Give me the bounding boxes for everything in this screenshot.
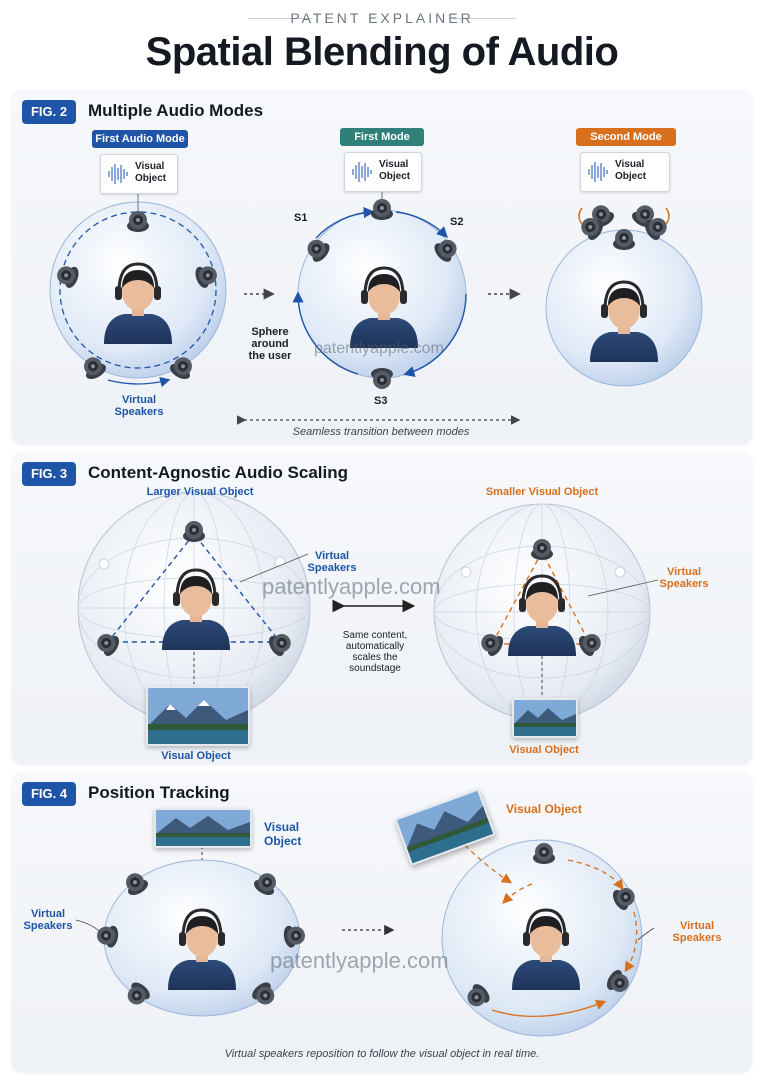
fig3-smaller-label: Smaller Visual Object xyxy=(476,486,608,498)
fig3-diagram xyxy=(12,452,752,764)
waveform-icon xyxy=(101,155,135,193)
fig4-virtual-speakers-left: Virtual Speakers xyxy=(20,908,76,932)
fig2-title: Multiple Audio Modes xyxy=(88,101,263,121)
fig2-visual-object-2-label: Visual Object xyxy=(379,159,419,183)
mountain-landscape-icon xyxy=(514,700,576,736)
fig2-s3-label: S3 xyxy=(374,395,387,407)
mountain-landscape-icon xyxy=(156,810,250,846)
fig4-watermark: patentlyapple.com xyxy=(270,948,449,974)
fig4-caption: Virtual speakers reposition to follow th… xyxy=(132,1048,632,1060)
fig2-sphere-label: Sphere around the user xyxy=(242,326,298,362)
fig2-second-mode-pill: Second Mode xyxy=(576,128,676,146)
fig2-visual-object-1: Visual Object xyxy=(100,154,178,194)
fig4-panel: FIG. 4 Position Tracking Visual Object V… xyxy=(12,772,752,1072)
fig3-badge: FIG. 3 xyxy=(22,462,76,486)
mountain-landscape-icon xyxy=(148,688,248,744)
fig2-sphere-3 xyxy=(546,201,702,386)
fig3-virtual-speakers-right: Virtual Speakers xyxy=(656,566,712,590)
fig4-scene-left xyxy=(76,846,307,1016)
fig3-visual-object-small-label: Visual Object xyxy=(490,744,598,756)
fig3-visual-object-large-label: Visual Object xyxy=(142,750,250,762)
fig2-panel: FIG. 2 Multiple Audio Modes First Audio … xyxy=(12,90,752,444)
fig3-visual-object-small xyxy=(512,698,578,738)
fig2-badge: FIG. 2 xyxy=(22,100,76,124)
fig2-visual-object-1-label: Visual Object xyxy=(135,161,175,185)
fig4-virtual-speakers-right: Virtual Speakers xyxy=(668,920,726,944)
fig2-sphere-1 xyxy=(50,202,226,384)
header: PATENT EXPLAINER Spatial Blending of Aud… xyxy=(0,0,764,86)
fig3-virtual-speakers-left: Virtual Speakers xyxy=(304,550,360,574)
fig2-sphere-2 xyxy=(298,199,466,389)
fig4-badge: FIG. 4 xyxy=(22,782,76,806)
fig3-larger-label: Larger Visual Object xyxy=(138,486,262,498)
fig3-visual-object-large xyxy=(146,686,250,746)
fig4-title: Position Tracking xyxy=(88,783,230,803)
fig2-visual-object-3-label: Visual Object xyxy=(615,159,655,183)
fig2-first-audio-mode-pill: First Audio Mode xyxy=(92,130,188,148)
fig2-virtual-speakers-label: Virtual Speakers xyxy=(108,394,170,418)
fig2-transition-caption: Seamless transition between modes xyxy=(244,426,518,438)
fig3-sphere-small xyxy=(434,504,658,720)
fig4-diagram xyxy=(12,772,752,1072)
fig3-watermark: patentlyapple.com xyxy=(262,574,441,600)
fig3-panel: FIG. 3 Content-Agnostic Audio Scaling La… xyxy=(12,452,752,764)
fig4-visual-object-left-label: Visual Object xyxy=(264,820,336,848)
fig2-visual-object-3: Visual Object xyxy=(580,152,670,192)
waveform-icon xyxy=(581,153,615,191)
fig4-visual-object-right-label: Visual Object xyxy=(506,802,586,816)
fig4-scene-right xyxy=(442,832,654,1036)
kicker: PATENT EXPLAINER xyxy=(0,10,764,26)
fig2-s1-label: S1 xyxy=(294,212,307,224)
fig3-middle-text: Same content, automatically scales the s… xyxy=(332,630,418,674)
fig2-first-mode-pill: First Mode xyxy=(340,128,424,146)
waveform-icon xyxy=(345,153,379,191)
fig2-visual-object-2: Visual Object xyxy=(344,152,422,192)
fig4-visual-object-left xyxy=(154,808,252,848)
page-title: Spatial Blending of Audio xyxy=(0,30,764,75)
fig3-title: Content-Agnostic Audio Scaling xyxy=(88,463,348,483)
fig2-s2-label: S2 xyxy=(450,216,463,228)
fig2-watermark: patentlyapple.com xyxy=(314,340,444,358)
